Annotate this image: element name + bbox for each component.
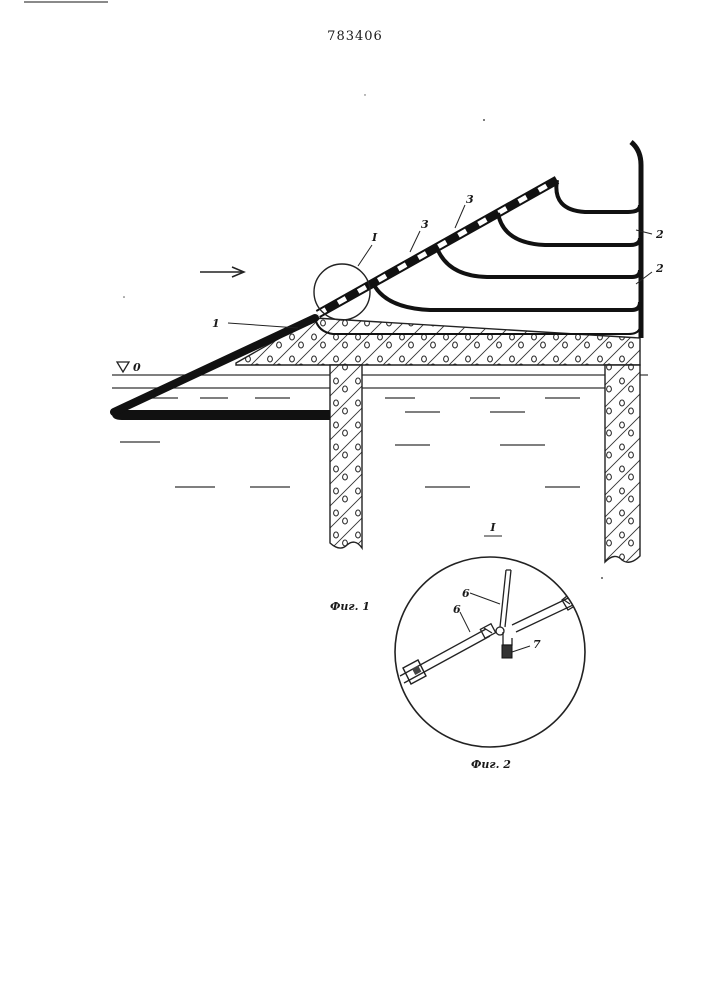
- water-level-symbol: 0: [117, 361, 141, 374]
- water-level-label: 0: [133, 361, 141, 374]
- callout-part-6-lower: 6: [453, 603, 461, 616]
- callout-part-2-lower: 2: [655, 262, 664, 275]
- detail-circle-frame: [395, 557, 585, 747]
- left-pile: [330, 365, 362, 548]
- figure-1-caption: Фиг. 1: [330, 600, 370, 613]
- figure-2-caption: Фиг. 2: [471, 758, 511, 771]
- figure-2: I: [395, 521, 590, 771]
- figure-1: 0: [112, 142, 664, 613]
- chamber-1: [556, 180, 640, 212]
- callout-part-6-upper: 6: [462, 587, 470, 600]
- callout-part-7: 7: [533, 638, 541, 651]
- chamber-4: [373, 283, 640, 310]
- callout-part-1: 1: [212, 317, 220, 330]
- figure-2-title: I: [489, 521, 496, 534]
- detail-leader-lines: [460, 593, 530, 652]
- submerged-plate: [112, 410, 330, 420]
- patent-number: 783406: [327, 29, 383, 44]
- callout-part-2-upper: 2: [655, 228, 664, 241]
- chamber-2: [498, 213, 640, 245]
- callout-part-3-left: 3: [421, 218, 429, 231]
- detail-contents: [400, 570, 590, 684]
- chamber-3: [437, 248, 640, 277]
- flow-arrow: [200, 267, 244, 277]
- callout-part-3-right: 3: [466, 193, 474, 206]
- callout-detail-I: I: [371, 231, 378, 244]
- right-pile: [605, 365, 640, 562]
